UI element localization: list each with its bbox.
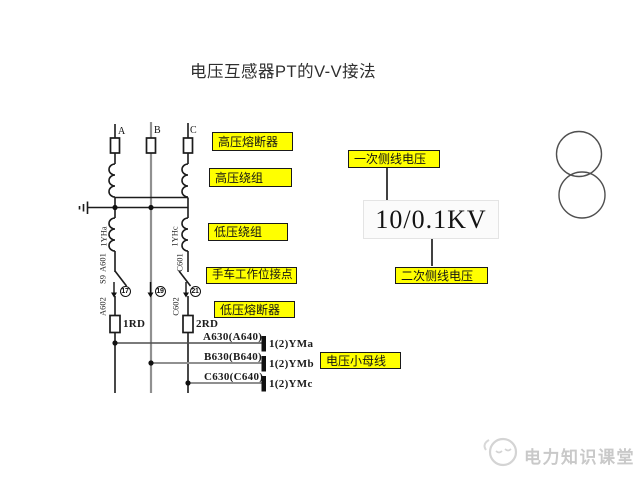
ratio-box: 10/0.1KV [363,200,499,239]
lv-winding-c-icon [181,217,189,252]
callout-primary-voltage: 一次侧线电压 [348,150,440,168]
callout-voltage-bus: 电压小母线 [320,352,401,369]
phase-label-c: C [190,125,197,136]
bus-wires [115,342,262,384]
phase-label-a: A [118,126,126,137]
lv-fuse-icons [109,314,194,334]
handcart-contact-c-icon [178,270,192,287]
bus-terminal-bars [261,336,266,392]
bus-wire-label-a: A630(A640) [203,331,263,343]
hv-winding-c-icon [181,163,189,198]
wire-label-c602: C602 [170,296,181,316]
fuse-label-1rd: 1RD [123,318,146,330]
callout-handcart-contact: 手车工作位接点 [206,267,297,284]
ground-icon [78,201,89,214]
junction-dots [112,204,191,386]
contact-number-21: 21 [189,285,201,297]
callout-secondary-voltage: 二次侧线电压 [395,267,488,284]
handcart-contact-a-icon [114,270,128,287]
page-title: 电压互感器PT的V-V接法 [190,63,377,81]
bus-terminal-label-b: 1(2)YMb [269,358,314,370]
bus-terminal-label-c: 1(2)YMc [269,378,313,390]
callout-hv-winding: 高压绕组 [209,168,292,187]
callout-lv-winding: 低压绕组 [208,223,288,241]
wire-label-c601: C601 [174,252,185,272]
phase-label-b: B [154,125,161,136]
wire-label-a602: A602 [97,296,108,316]
ratio-value: 10/0.1KV [375,204,487,234]
fuse-label-2rd: 2RD [196,318,219,330]
watermark-text: 电力知识课堂 [524,448,635,467]
contact-number-17: 17 [119,285,131,297]
contact-number-19: 19 [154,285,166,297]
hv-winding-a-icon [108,163,116,198]
hv-fuse-icons [109,137,194,154]
contact-arrow-icons [111,282,189,298]
bus-wire-label-b: B630(B640) [204,351,262,363]
watermark-logo-icon [483,437,518,467]
callout-hv-fuse: 高压熔断器 [212,132,293,151]
callout-lv-fuse: 低压熔断器 [214,301,295,318]
transformer-symbol-icon [555,130,606,219]
lv-winding-a-icon [108,217,116,252]
bus-wire-label-c: C630(C640) [204,371,264,383]
bus-terminal-label-a: 1(2)YMa [269,338,314,350]
